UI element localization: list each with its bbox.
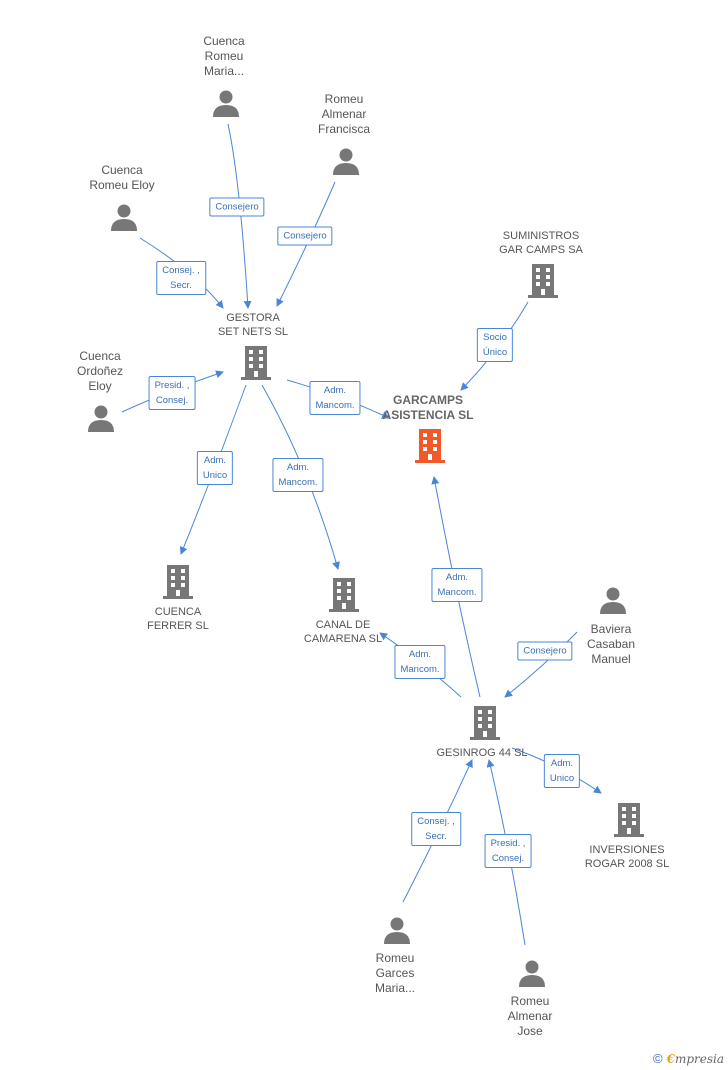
edge-label-adm-mancom[interactable]: Adm. Mancom. xyxy=(309,381,361,415)
building-icon[interactable] xyxy=(613,803,645,842)
edge-label-consej-secr[interactable]: Consej. , Secr. xyxy=(411,812,461,846)
node-label-garcamps[interactable]: GARCAMPS ASISTENCIA SL xyxy=(382,393,474,422)
brand-logo: €mpresia xyxy=(666,1052,724,1066)
edge-label-adm-unico[interactable]: Adm. Unico xyxy=(543,754,581,788)
node-label-canal[interactable]: CANAL DE CAMARENA SL xyxy=(303,619,383,645)
edge-label-adm-unico[interactable]: Adm. Unico xyxy=(196,451,234,485)
person-icon[interactable] xyxy=(599,586,627,619)
building-icon[interactable] xyxy=(162,565,194,604)
person-icon[interactable] xyxy=(518,959,546,992)
building-icon[interactable] xyxy=(240,346,272,385)
node-label-baviera[interactable]: Baviera Casaban Manuel xyxy=(586,622,636,666)
copyright-icon: © xyxy=(652,1051,663,1066)
edge-label-adm-mancom[interactable]: Adm. Mancom. xyxy=(394,645,446,679)
footer-brand: ©€mpresia xyxy=(653,1051,724,1066)
person-icon[interactable] xyxy=(383,916,411,949)
node-label-romeu-almenar-jose[interactable]: Romeu Almenar Jose xyxy=(507,994,553,1038)
node-label-romeu-almenar-francisca[interactable]: Romeu Almenar Francisca xyxy=(317,92,371,136)
person-icon[interactable] xyxy=(87,404,115,437)
edge-label-presid-consej[interactable]: Presid. , Consej. xyxy=(148,376,196,410)
edge-label-consej-secr[interactable]: Consej. , Secr. xyxy=(156,261,206,295)
edge-label-socio-unico[interactable]: Socio Único xyxy=(476,328,514,362)
node-label-cuenca-romeu-maria[interactable]: Cuenca Romeu Maria... xyxy=(203,34,245,78)
edge-line xyxy=(504,631,578,698)
node-label-gestora[interactable]: GESTORA SET NETS SL xyxy=(217,312,289,338)
edge-label-consejero[interactable]: Consejero xyxy=(517,641,573,661)
building-icon-focus[interactable] xyxy=(414,429,446,468)
node-label-cuenca-ordonez-eloy[interactable]: Cuenca Ordoñez Eloy xyxy=(76,349,124,393)
edge-label-adm-mancom[interactable]: Adm. Mancom. xyxy=(272,458,324,492)
edge-label-consejero[interactable]: Consejero xyxy=(209,197,265,217)
person-icon[interactable] xyxy=(332,147,360,180)
node-label-suministros[interactable]: SUMINISTROS GAR CAMPS SA xyxy=(499,230,583,256)
building-icon[interactable] xyxy=(527,264,559,303)
node-label-gesinrog[interactable]: GESINROG 44 SL xyxy=(436,747,528,759)
edge-label-presid-consej[interactable]: Presid. , Consej. xyxy=(484,834,532,868)
edge-label-consejero[interactable]: Consejero xyxy=(277,226,333,246)
person-icon[interactable] xyxy=(110,203,138,236)
node-label-romeu-garces-maria[interactable]: Romeu Garces Maria... xyxy=(374,951,416,995)
building-icon[interactable] xyxy=(328,578,360,617)
node-label-cuenca-romeu-eloy[interactable]: Cuenca Romeu Eloy xyxy=(89,163,155,192)
person-icon[interactable] xyxy=(212,89,240,122)
building-icon[interactable] xyxy=(469,706,501,745)
node-label-inversiones[interactable]: INVERSIONES ROGAR 2008 SL xyxy=(584,844,670,870)
edge-label-adm-mancom[interactable]: Adm. Mancom. xyxy=(431,568,483,602)
node-label-cuenca-ferrer[interactable]: CUENCA FERRER SL xyxy=(147,606,209,632)
